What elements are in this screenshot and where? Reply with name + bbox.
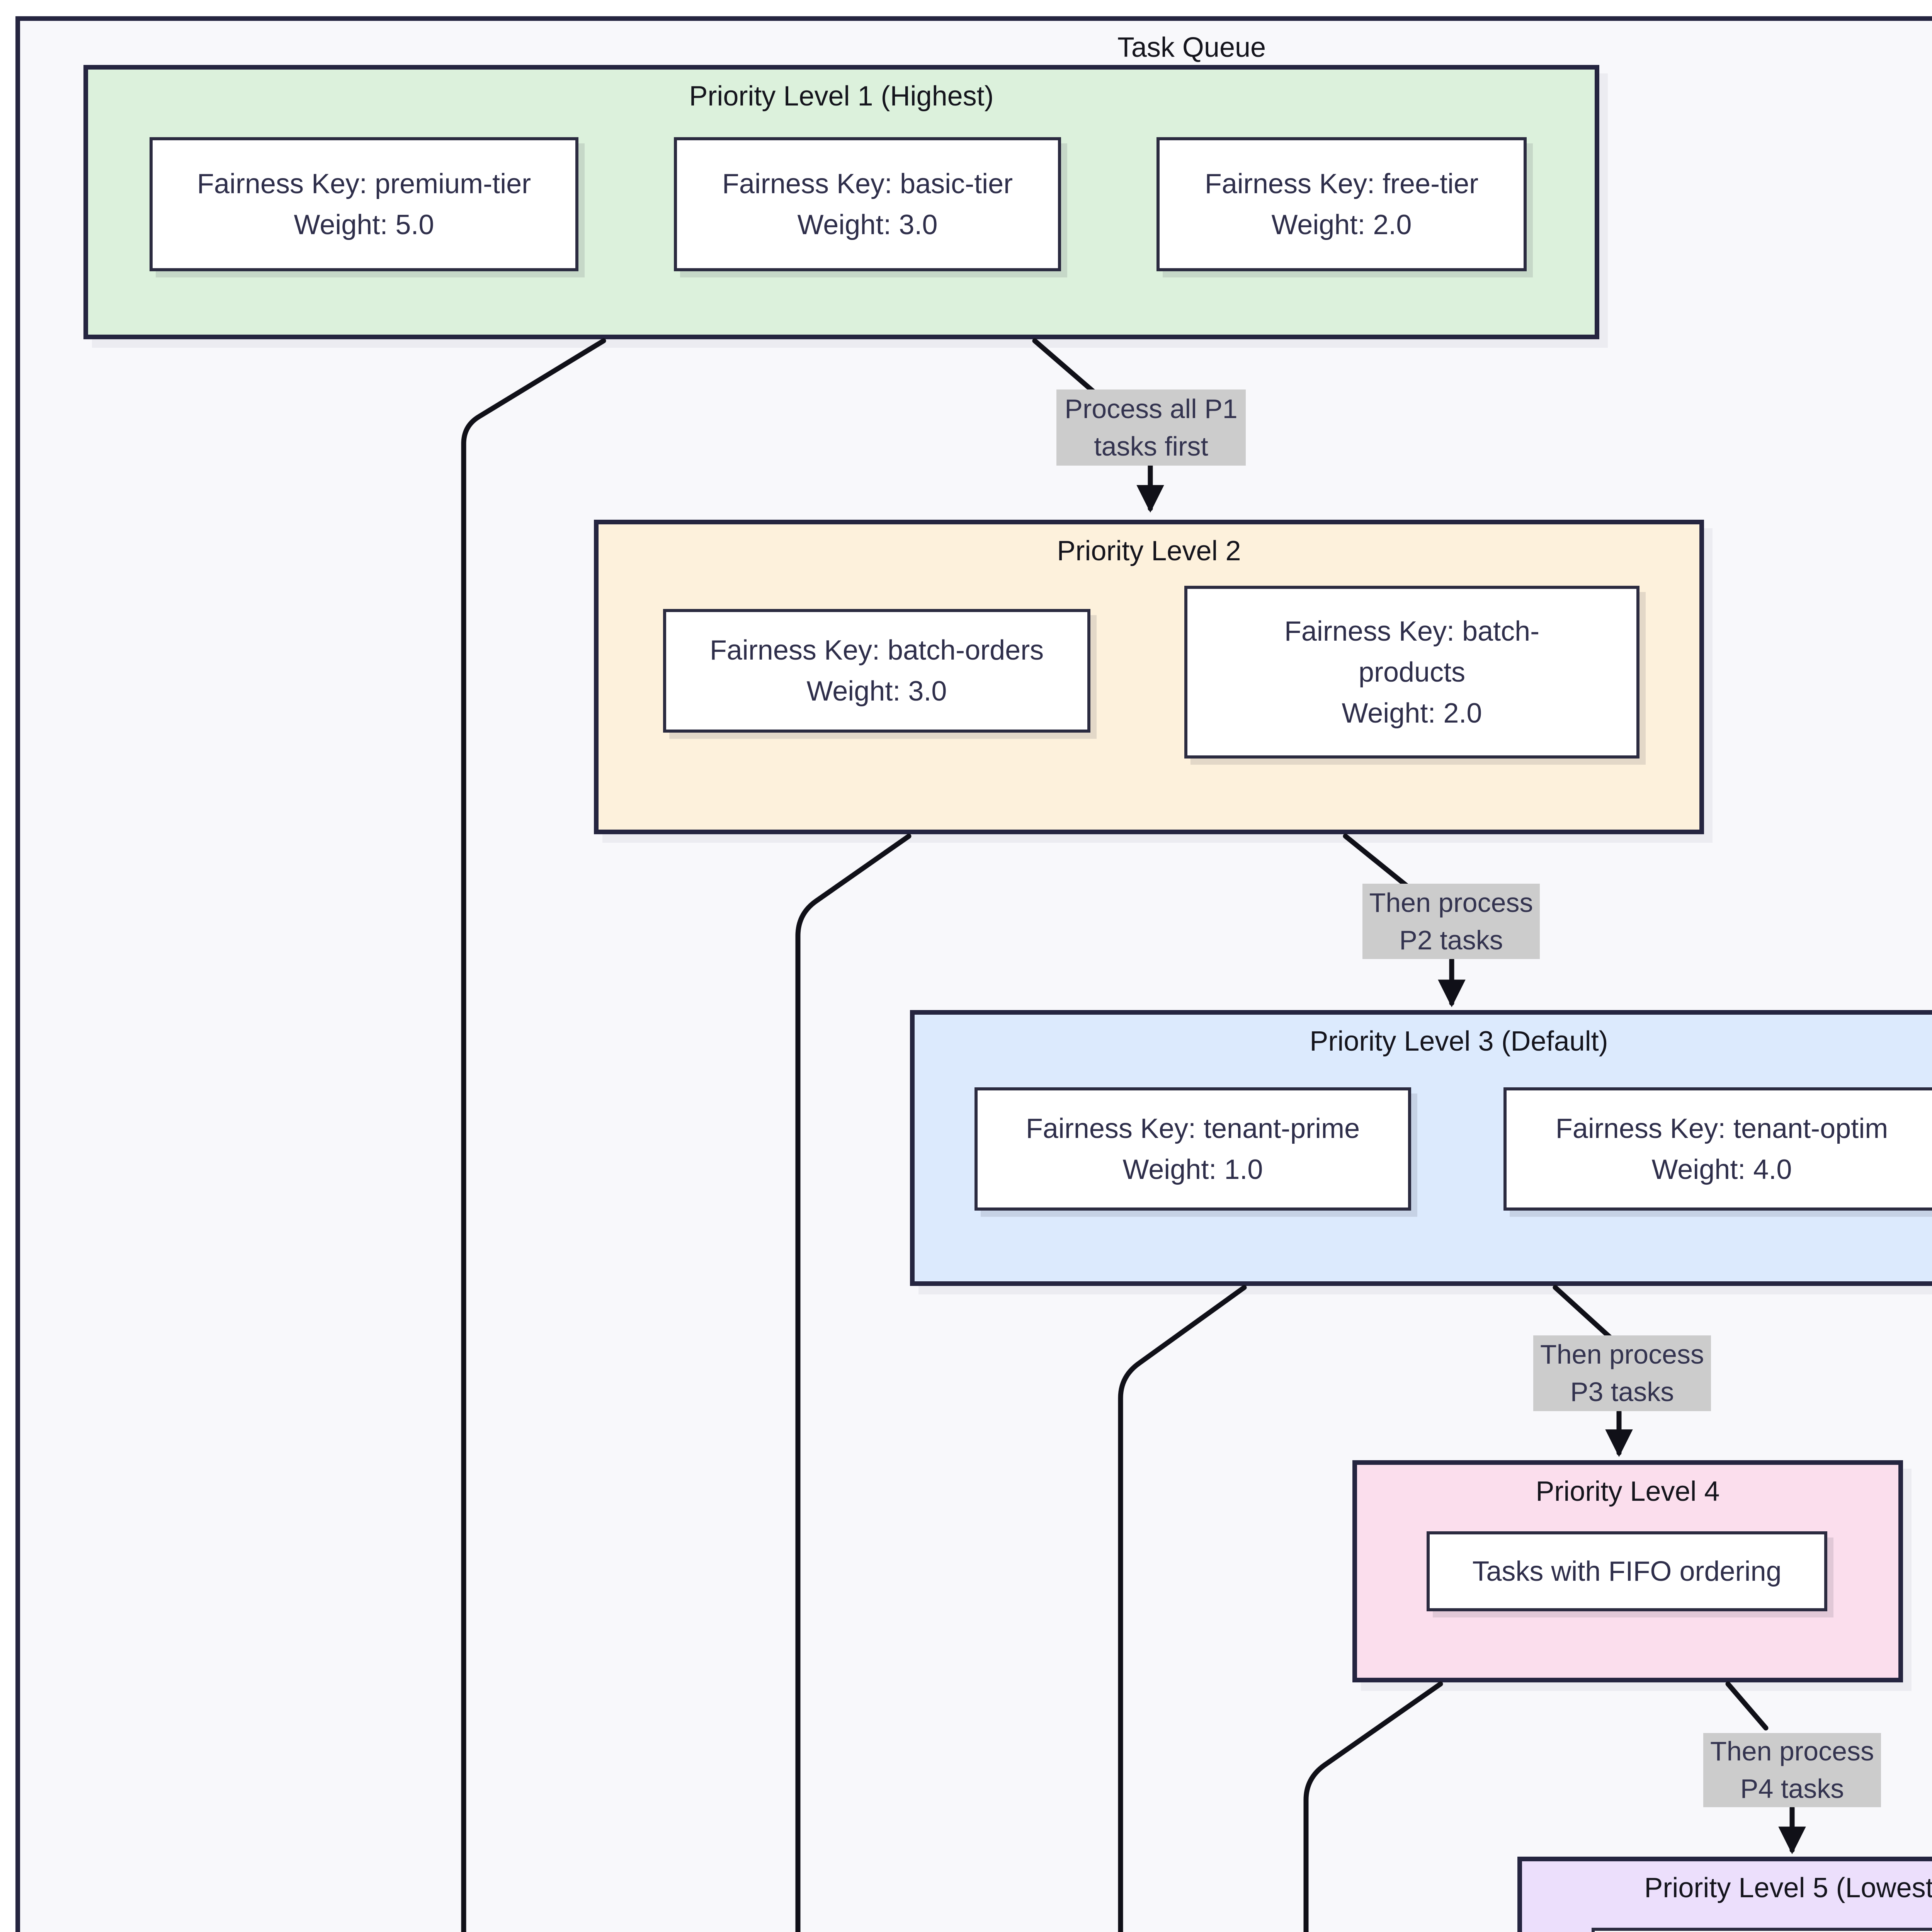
- weight-label: Weight: 2.0: [1271, 209, 1412, 240]
- fairness-key-label: Fairness Key: batch-orders: [709, 635, 1044, 666]
- priority-level-4-title: Priority Level 4: [1536, 1476, 1720, 1507]
- task-queue-title: Task Queue: [1117, 32, 1266, 63]
- edge-label-process-p2: Then process P2 tasks: [1362, 884, 1540, 959]
- fairness-key-label: Fairness Key: premium-tier: [197, 168, 531, 199]
- fairness-node-batch-products: Fairness Key: batch-products Weight: 2.0: [1184, 586, 1639, 759]
- fifo-node-p5: Tasks with FIFO ordering: [1592, 1928, 1932, 1932]
- priority-level-5-cluster: Priority Level 5 (Lowest): [1517, 1857, 1932, 1932]
- edge-label-process-p1: Process all P1 tasks first: [1056, 389, 1246, 466]
- weight-label: Weight: 5.0: [294, 209, 434, 240]
- fairness-key-label: Fairness Key: basic-tier: [722, 168, 1013, 199]
- fairness-node-free-tier: Fairness Key: free-tier Weight: 2.0: [1156, 137, 1527, 271]
- fairness-key-label: Fairness Key: batch-products: [1284, 616, 1540, 688]
- weight-label: Weight: 1.0: [1122, 1154, 1263, 1185]
- priority-level-2-title: Priority Level 2: [1057, 536, 1241, 566]
- priority-level-1-title: Priority Level 1 (Highest): [689, 81, 994, 112]
- weight-label: Weight: 4.0: [1651, 1154, 1792, 1185]
- fairness-node-basic-tier: Fairness Key: basic-tier Weight: 3.0: [674, 137, 1061, 271]
- fairness-node-premium-tier: Fairness Key: premium-tier Weight: 5.0: [150, 137, 578, 271]
- priority-level-3-title: Priority Level 3 (Default): [1310, 1026, 1608, 1057]
- fairness-key-label: Fairness Key: free-tier: [1204, 168, 1479, 199]
- fairness-node-batch-orders: Fairness Key: batch-orders Weight: 3.0: [663, 609, 1090, 733]
- weight-label: Weight: 3.0: [806, 676, 947, 707]
- fifo-label: Tasks with FIFO ordering: [1472, 1556, 1782, 1587]
- fairness-key-label: Fairness Key: tenant-prime: [1026, 1113, 1360, 1144]
- fifo-node-p4: Tasks with FIFO ordering: [1427, 1531, 1827, 1611]
- fairness-key-label: Fairness Key: tenant-optim: [1555, 1113, 1888, 1144]
- weight-label: Weight: 2.0: [1342, 697, 1482, 729]
- edge-label-process-p3: Then process P3 tasks: [1533, 1335, 1711, 1411]
- edge-label-process-p4: Then process P4 tasks: [1703, 1733, 1881, 1807]
- priority-level-5-title: Priority Level 5 (Lowest): [1644, 1872, 1932, 1903]
- weight-label: Weight: 3.0: [797, 209, 938, 240]
- fairness-node-tenant-prime: Fairness Key: tenant-prime Weight: 1.0: [975, 1087, 1411, 1211]
- fairness-node-tenant-optim: Fairness Key: tenant-optim Weight: 4.0: [1503, 1087, 1932, 1211]
